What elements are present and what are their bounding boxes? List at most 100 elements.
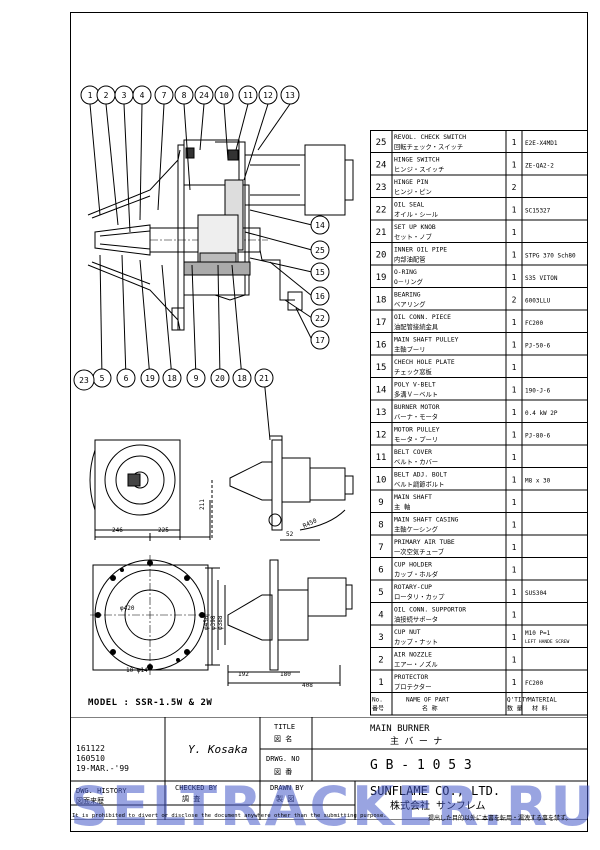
part-qty: 1 (512, 521, 517, 530)
part-number: 10 (376, 476, 387, 486)
part-number: 13 (376, 408, 387, 418)
svg-text:No.: No. (372, 697, 383, 704)
part-name-jp: ヒンジ・ピン (394, 188, 432, 196)
dim-192: 192 (238, 671, 249, 678)
part-qty: 1 (512, 138, 517, 147)
balloon-3: 3 (114, 85, 134, 105)
part-material: 0.4 kW 2P (525, 410, 558, 417)
part-name-en: PROTECTOR (394, 674, 428, 681)
svg-text:10: 10 (219, 91, 229, 100)
svg-text:18: 18 (167, 374, 177, 383)
company-name-jp: 株式会社 サンフレム (390, 799, 486, 812)
svg-text:7: 7 (162, 91, 167, 100)
balloon-18: 18 (232, 368, 252, 388)
dim-52: 52 (286, 531, 294, 538)
svg-text:5: 5 (100, 374, 105, 383)
dim-holes: 10-φ14 (126, 667, 148, 674)
svg-text:24: 24 (199, 91, 209, 100)
part-material: 190-J-6 (525, 388, 551, 395)
svg-text:17: 17 (315, 336, 325, 345)
part-qty: 1 (512, 543, 517, 552)
part-name-jp: プロテクター (394, 682, 432, 691)
balloon-6: 6 (116, 368, 136, 388)
part-material: E2E-X4MD1 (525, 140, 558, 147)
history-entry-1: 161122 (76, 744, 105, 753)
footnote-jp: 提出した目的以外に本書を転用・漏洩する事を禁ず。 (428, 815, 572, 822)
dim-phi450: φ450 (203, 615, 210, 630)
part-number: 16 (376, 341, 387, 351)
svg-text:19: 19 (145, 374, 155, 383)
part-number: 11 (376, 453, 387, 463)
part-qty: 2 (512, 296, 517, 305)
svg-text:11: 11 (243, 91, 253, 100)
balloon-8: 8 (174, 85, 194, 105)
part-number: 6 (378, 566, 383, 576)
part-name-en: MAIN SHAFT (394, 494, 432, 501)
part-qty: 1 (512, 678, 517, 687)
part-name-jp: カップ・ホルダ (394, 570, 439, 579)
balloon-16: 16 (310, 286, 330, 306)
dim-408: 408 (302, 682, 313, 689)
dim-225: 225 (158, 527, 169, 534)
part-qty: 1 (512, 633, 517, 642)
balloon-15: 15 (310, 262, 330, 282)
dim-180: 180 (280, 671, 291, 678)
title-label-en: TITLE (274, 723, 295, 731)
svg-text:16: 16 (315, 292, 325, 301)
balloon-18: 18 (162, 368, 182, 388)
part-name-jp: チェック窓板 (394, 367, 432, 376)
part-number: 21 (376, 228, 387, 238)
part-name-jp: オイル・シール (394, 211, 438, 219)
part-name-en: CUP HOLDER (394, 562, 432, 569)
part-name-jp: 内部油配管 (394, 255, 425, 264)
part-material: FC200 (525, 320, 543, 327)
svg-text:8: 8 (182, 91, 187, 100)
svg-text:1: 1 (88, 91, 93, 100)
part-name-jp: 主軸プーリ (394, 345, 425, 354)
part-number: 14 (376, 386, 387, 396)
part-qty: 1 (512, 228, 517, 237)
dwg-history-label-en: DWG. HISTORY (76, 787, 127, 795)
part-number: 22 (376, 206, 387, 216)
part-number: 4 (378, 611, 383, 621)
part-name-en: AIR NOZZLE (394, 652, 432, 659)
part-material: PJ-80-6 (525, 433, 551, 440)
svg-text:22: 22 (315, 314, 325, 323)
balloon-12: 12 (258, 85, 278, 105)
part-number: 8 (378, 521, 383, 531)
title-block: Y. Kosaka TITLE 図 名 MAIN BURNER 主 バ ー ナ … (70, 717, 588, 820)
svg-text:6: 6 (124, 374, 129, 383)
balloon-22: 22 (310, 308, 330, 328)
part-qty: 1 (512, 273, 517, 282)
dim-phi398: φ398 (210, 615, 217, 630)
part-qty: 1 (512, 453, 517, 462)
svg-text:番号: 番号 (372, 706, 384, 713)
part-qty: 1 (512, 386, 517, 395)
part-name-en: REVOL. CHECK SWITCH (394, 134, 466, 141)
part-name-jp: エアー・ノズル (394, 660, 438, 669)
part-material: SC15327 (525, 208, 551, 215)
part-name-en: HINGE PIN (394, 179, 428, 186)
title-label-jp: 図 名 (274, 734, 292, 743)
dwg-history-label-jp: 図面来歴 (76, 797, 104, 805)
svg-text:25: 25 (315, 246, 325, 255)
balloon-7: 7 (154, 85, 174, 105)
part-qty: 1 (512, 656, 517, 665)
part-name-jp: ベルト調節ボルト (394, 480, 444, 489)
part-name-jp: 油接続サポータ (394, 615, 438, 624)
part-name-en: O-RING (394, 269, 417, 276)
part-number: 2 (378, 656, 383, 666)
part-name-en: BEARING (394, 292, 421, 299)
part-qty: 1 (512, 611, 517, 620)
drwg-label-jp: 図 番 (274, 768, 292, 776)
